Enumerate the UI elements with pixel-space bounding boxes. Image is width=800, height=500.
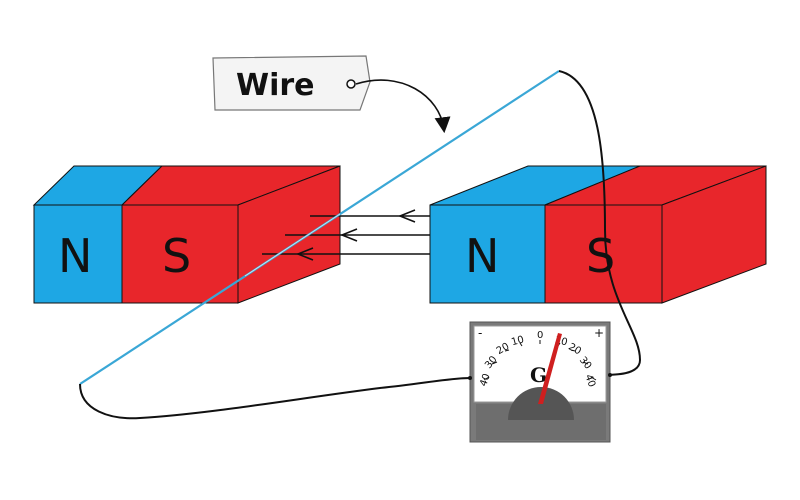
right-magnet-side-face [661,165,767,304]
wire-tag-eyelet [346,79,356,89]
scale-right-40: 40 [582,373,597,389]
right-magnet-n-label: N [465,229,499,283]
right-magnet-n-face [429,204,546,304]
left-magnet-s-face [121,204,239,304]
galvanometer-minus: - [478,326,482,340]
field-arrow-bottom [295,247,314,261]
wire-tag: Wire [212,55,451,134]
galvanometer-terminal-right [608,373,612,377]
conductor-wire-highlight [244,213,341,277]
left-magnet-n-label: N [58,229,92,283]
scale-center-0: 0 [537,330,543,341]
galvanometer-plus: + [594,326,604,340]
lead-wire-right [558,70,642,376]
left-magnet-n-face [33,204,123,304]
galvanometer-needle [538,333,562,404]
lead-wire-left [79,377,471,420]
field-arrow-top [397,209,416,223]
scale-left-10: 10 [510,334,525,348]
left-magnet-s-label: S [162,229,191,283]
field-arrow-middle [339,228,358,242]
wire-tag-pointer [355,79,451,134]
right-magnet-s-face [544,204,663,304]
galvanometer-dial-base [476,404,606,440]
right-magnet: N S [429,165,767,304]
wire-tag-body [212,55,371,111]
scale-left-40: 40 [478,372,493,388]
wire-tag-label: Wire [236,68,315,103]
galvanometer-terminal-left [468,376,472,380]
galvanometer: - + 40 30 20 10 0 10 20 30 40 G [468,321,612,443]
galvanometer-symbol: G [530,363,547,387]
